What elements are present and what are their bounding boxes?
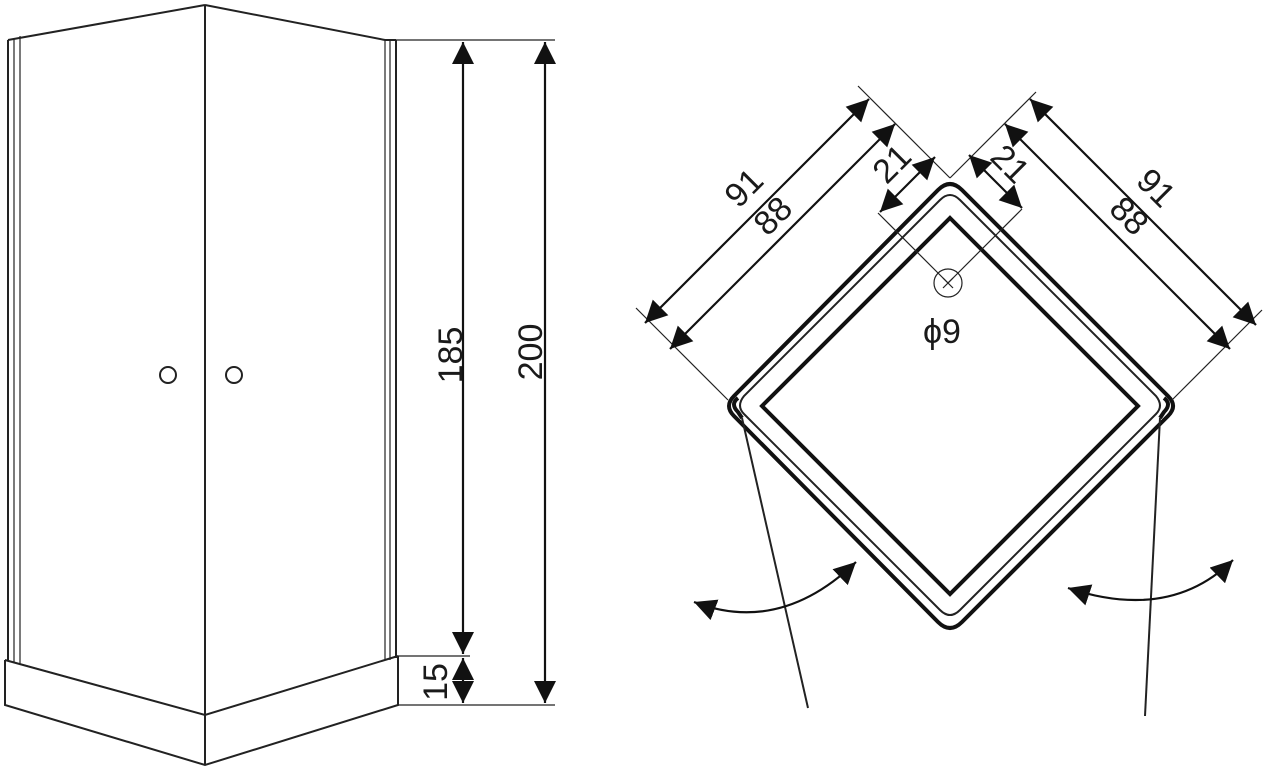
front-extension-lines — [396, 39, 555, 706]
tray-outline — [727, 182, 1175, 630]
right-door-swing-line — [1144, 417, 1161, 717]
right-door-panel — [204, 4, 397, 716]
dimension-line-left-88 — [669, 123, 896, 350]
dimension-label-15: 15 — [417, 663, 455, 701]
top-view: ϕ9 91 88 21 91 88 21 — [635, 85, 1263, 717]
dimension-line-right-21 — [968, 154, 1023, 209]
right-door-handle — [225, 366, 243, 384]
left-door-handle — [159, 366, 177, 384]
top-extension-lines — [635, 85, 1263, 401]
right-post — [1158, 396, 1170, 420]
left-door-swing-line — [741, 417, 809, 709]
tray-basin — [759, 215, 1141, 597]
dimension-label-185: 185 — [432, 327, 470, 384]
left-door-panel — [7, 4, 206, 716]
dimension-label-200: 200 — [512, 324, 550, 381]
dimension-line-right-88 — [1004, 123, 1231, 350]
drain-circle — [933, 268, 963, 298]
front-view: 185 15 200 — [4, 4, 556, 767]
shower-tray-base — [4, 655, 399, 767]
dimension-label-right-21: 21 — [983, 137, 1037, 191]
dimension-line-left-21 — [879, 156, 936, 213]
right-swing-arrow — [1067, 559, 1234, 606]
left-post — [732, 396, 744, 420]
tray-rim — [739, 194, 1161, 616]
drain-diameter-label: ϕ9 — [923, 313, 961, 351]
left-swing-arrow — [693, 561, 857, 621]
